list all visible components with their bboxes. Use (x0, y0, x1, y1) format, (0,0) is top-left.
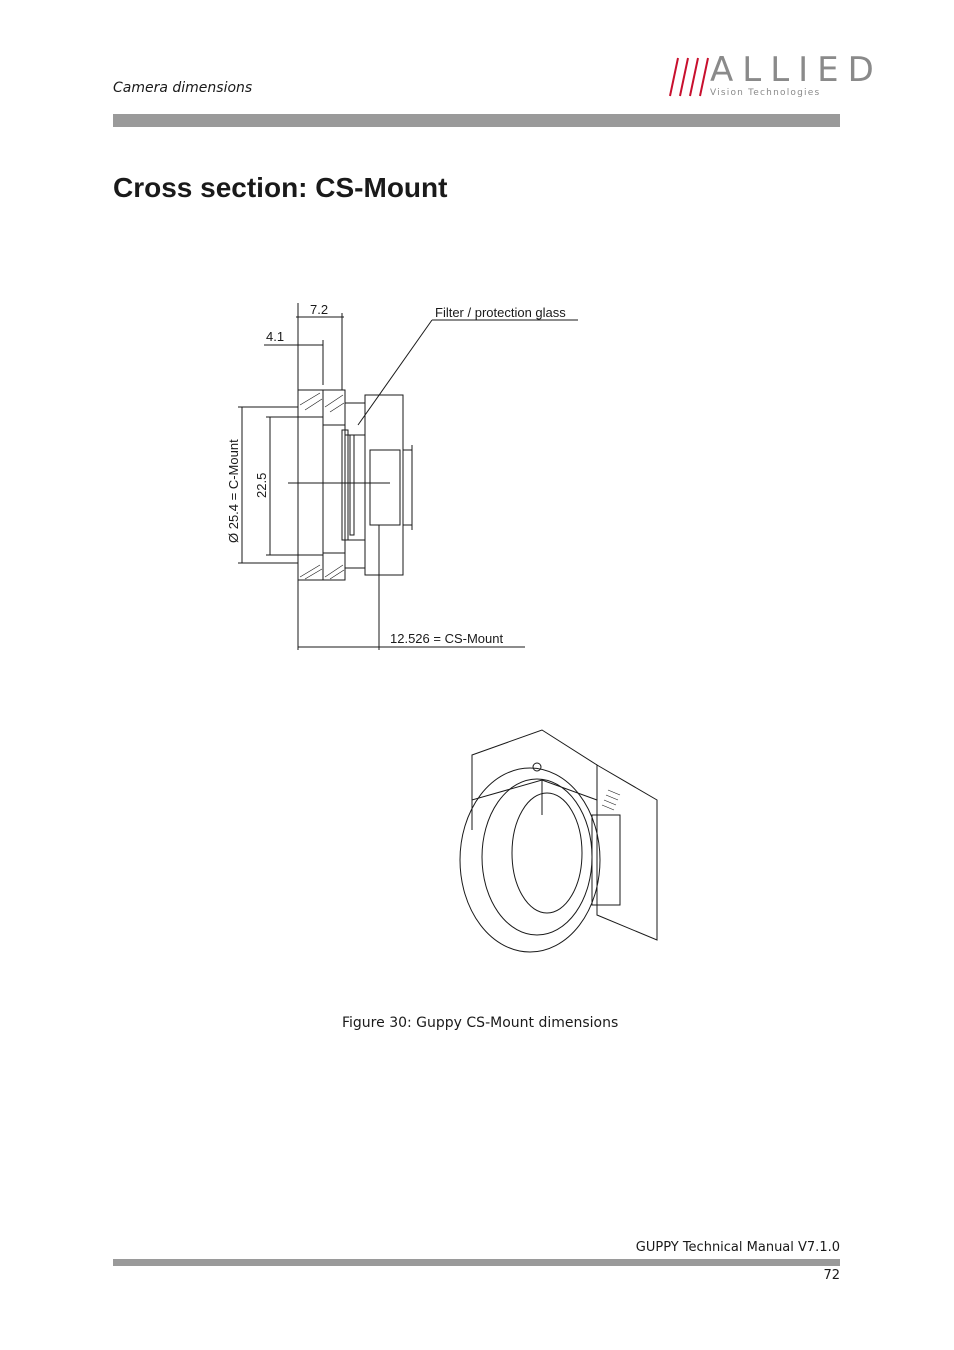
page-title: Cross section: CS-Mount (113, 172, 448, 203)
footer-rule (113, 1259, 840, 1266)
cs-mount-dim-label: 12.526 = CS-Mount (390, 631, 503, 646)
figure-caption: Figure 30: Guppy CS-Mount dimensions (342, 1015, 619, 1031)
header-rule (113, 114, 840, 127)
logo-subtitle: Vision Technologies (710, 88, 821, 98)
logo-slashes-icon (669, 57, 709, 97)
dim-7-2-label: 7.2 (310, 302, 328, 317)
footer-manual-title: GUPPY Technical Manual V7.1.0 (635, 1240, 840, 1255)
header-section-title: Camera dimensions (113, 80, 253, 96)
dim-4-1-label: 4.1 (266, 329, 284, 344)
page-number: 72 (823, 1268, 840, 1283)
allied-logo: ALLIED Vision Technologies (668, 52, 874, 102)
camera-isometric-image (459, 729, 658, 953)
logo-word: ALLIED (710, 50, 883, 90)
filter-glass-label: Filter / protection glass (435, 305, 566, 320)
diameter-label: Ø 25.4 = C-Mount (226, 439, 241, 543)
cross-section-drawing: 7.2 4.1 Filter / protection glass Ø 25.4… (226, 302, 578, 650)
inner-dim-label: 22.5 (254, 473, 269, 498)
